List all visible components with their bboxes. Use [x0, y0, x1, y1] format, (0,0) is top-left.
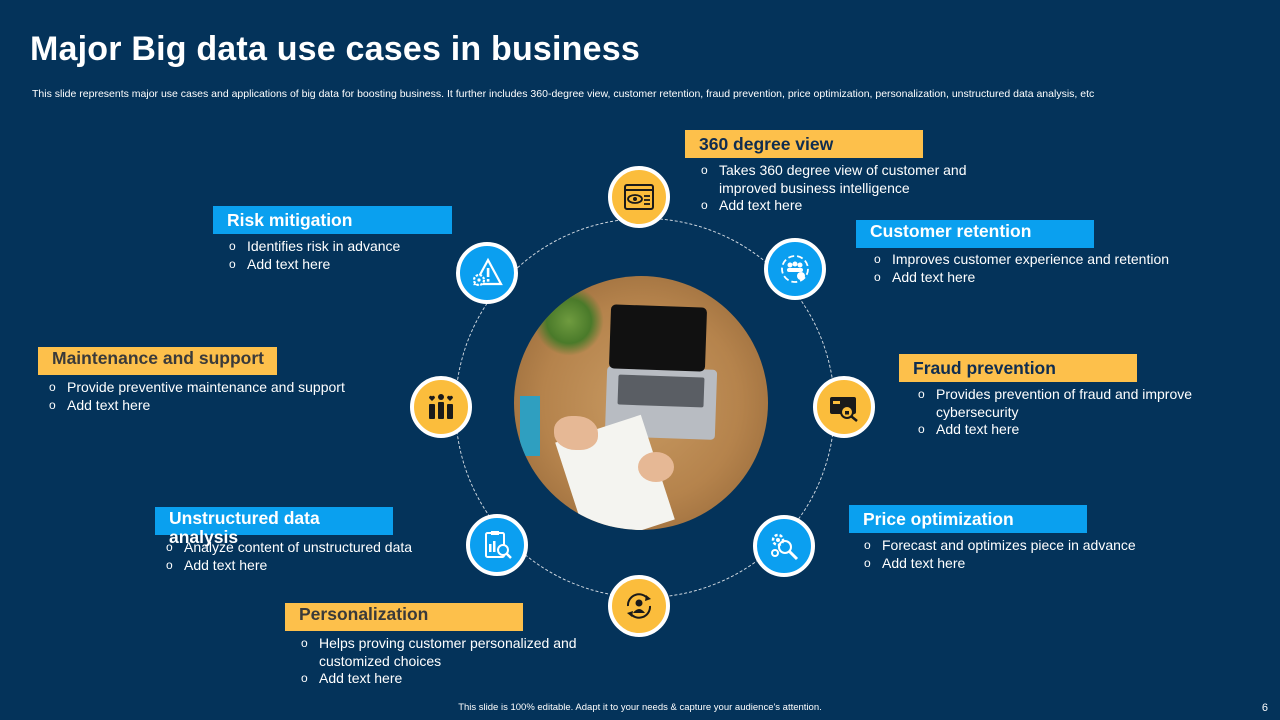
hand-shape-2	[638, 452, 674, 482]
bullets-customer-retention: Improves customer experience and retenti…	[874, 251, 1194, 286]
list-item: Add text here	[701, 197, 1001, 215]
hand-shape	[554, 416, 598, 450]
label-risk-mitigation: Risk mitigation	[213, 206, 452, 234]
bullets-personalization: Helps proving customer personalized and …	[301, 635, 621, 688]
page-title: Major Big data use cases in business	[30, 30, 640, 68]
label-customer-retention: Customer retention	[856, 220, 1094, 248]
list-item: Add text here	[229, 256, 529, 274]
label-maintenance-and-support: Maintenance and support	[38, 347, 277, 375]
page-subtitle: This slide represents major use cases an…	[32, 88, 1095, 100]
label-unstructured-data-analysis: Unstructured data analysis	[155, 507, 393, 547]
user-refresh-icon	[608, 575, 670, 637]
gear-search-icon	[753, 515, 815, 577]
center-photo	[514, 276, 768, 530]
page-number: 6	[1261, 702, 1268, 714]
list-item: Identifies risk in advance	[229, 238, 529, 256]
list-item: Add text here	[166, 557, 466, 575]
laptop-screen-shape	[608, 304, 708, 372]
list-item: Analyze content of unstructured data	[166, 539, 466, 557]
report-search-icon	[466, 514, 528, 576]
laptop-keyboard-shape	[617, 374, 705, 408]
list-item: Add text here	[864, 555, 1174, 573]
footer-note: This slide is 100% editable. Adapt it to…	[458, 702, 822, 713]
list-item: Provides prevention of fraud and improve…	[918, 386, 1218, 421]
list-item: Helps proving customer personalized and …	[301, 635, 621, 670]
list-item: Add text here	[874, 269, 1194, 287]
list-item: Provide preventive maintenance and suppo…	[49, 379, 389, 397]
bullets-risk-mitigation: Identifies risk in advance Add text here	[229, 238, 529, 273]
list-item: Add text here	[49, 397, 389, 415]
list-item: Add text here	[918, 421, 1218, 439]
label-personalization: Personalization	[285, 603, 523, 631]
list-item: Add text here	[301, 670, 621, 688]
list-item: Takes 360 degree view of customer and im…	[701, 162, 1001, 197]
label-fraud-prevention: Fraud prevention	[899, 354, 1137, 382]
bullets-fraud-prevention: Provides prevention of fraud and improve…	[918, 386, 1218, 439]
secure-card-icon	[813, 376, 875, 438]
list-item: Forecast and optimizes piece in advance	[864, 537, 1174, 555]
bullets-maintenance-and-support: Provide preventive maintenance and suppo…	[49, 379, 389, 414]
list-item: Improves customer experience and retenti…	[874, 251, 1194, 269]
bullets-360-degree-view: Takes 360 degree view of customer and im…	[701, 162, 1001, 215]
bullets-price-optimization: Forecast and optimizes piece in advance …	[864, 537, 1174, 572]
bullets-unstructured-data-analysis: Analyze content of unstructured data Add…	[166, 539, 466, 574]
customer-cycle-icon	[764, 238, 826, 300]
raised-hands-icon	[410, 376, 472, 438]
eye-browser-icon	[608, 166, 670, 228]
label-360-degree-view: 360 degree view	[685, 130, 923, 158]
plant-shape	[534, 286, 604, 356]
book-shape	[520, 396, 540, 456]
label-price-optimization: Price optimization	[849, 505, 1087, 533]
